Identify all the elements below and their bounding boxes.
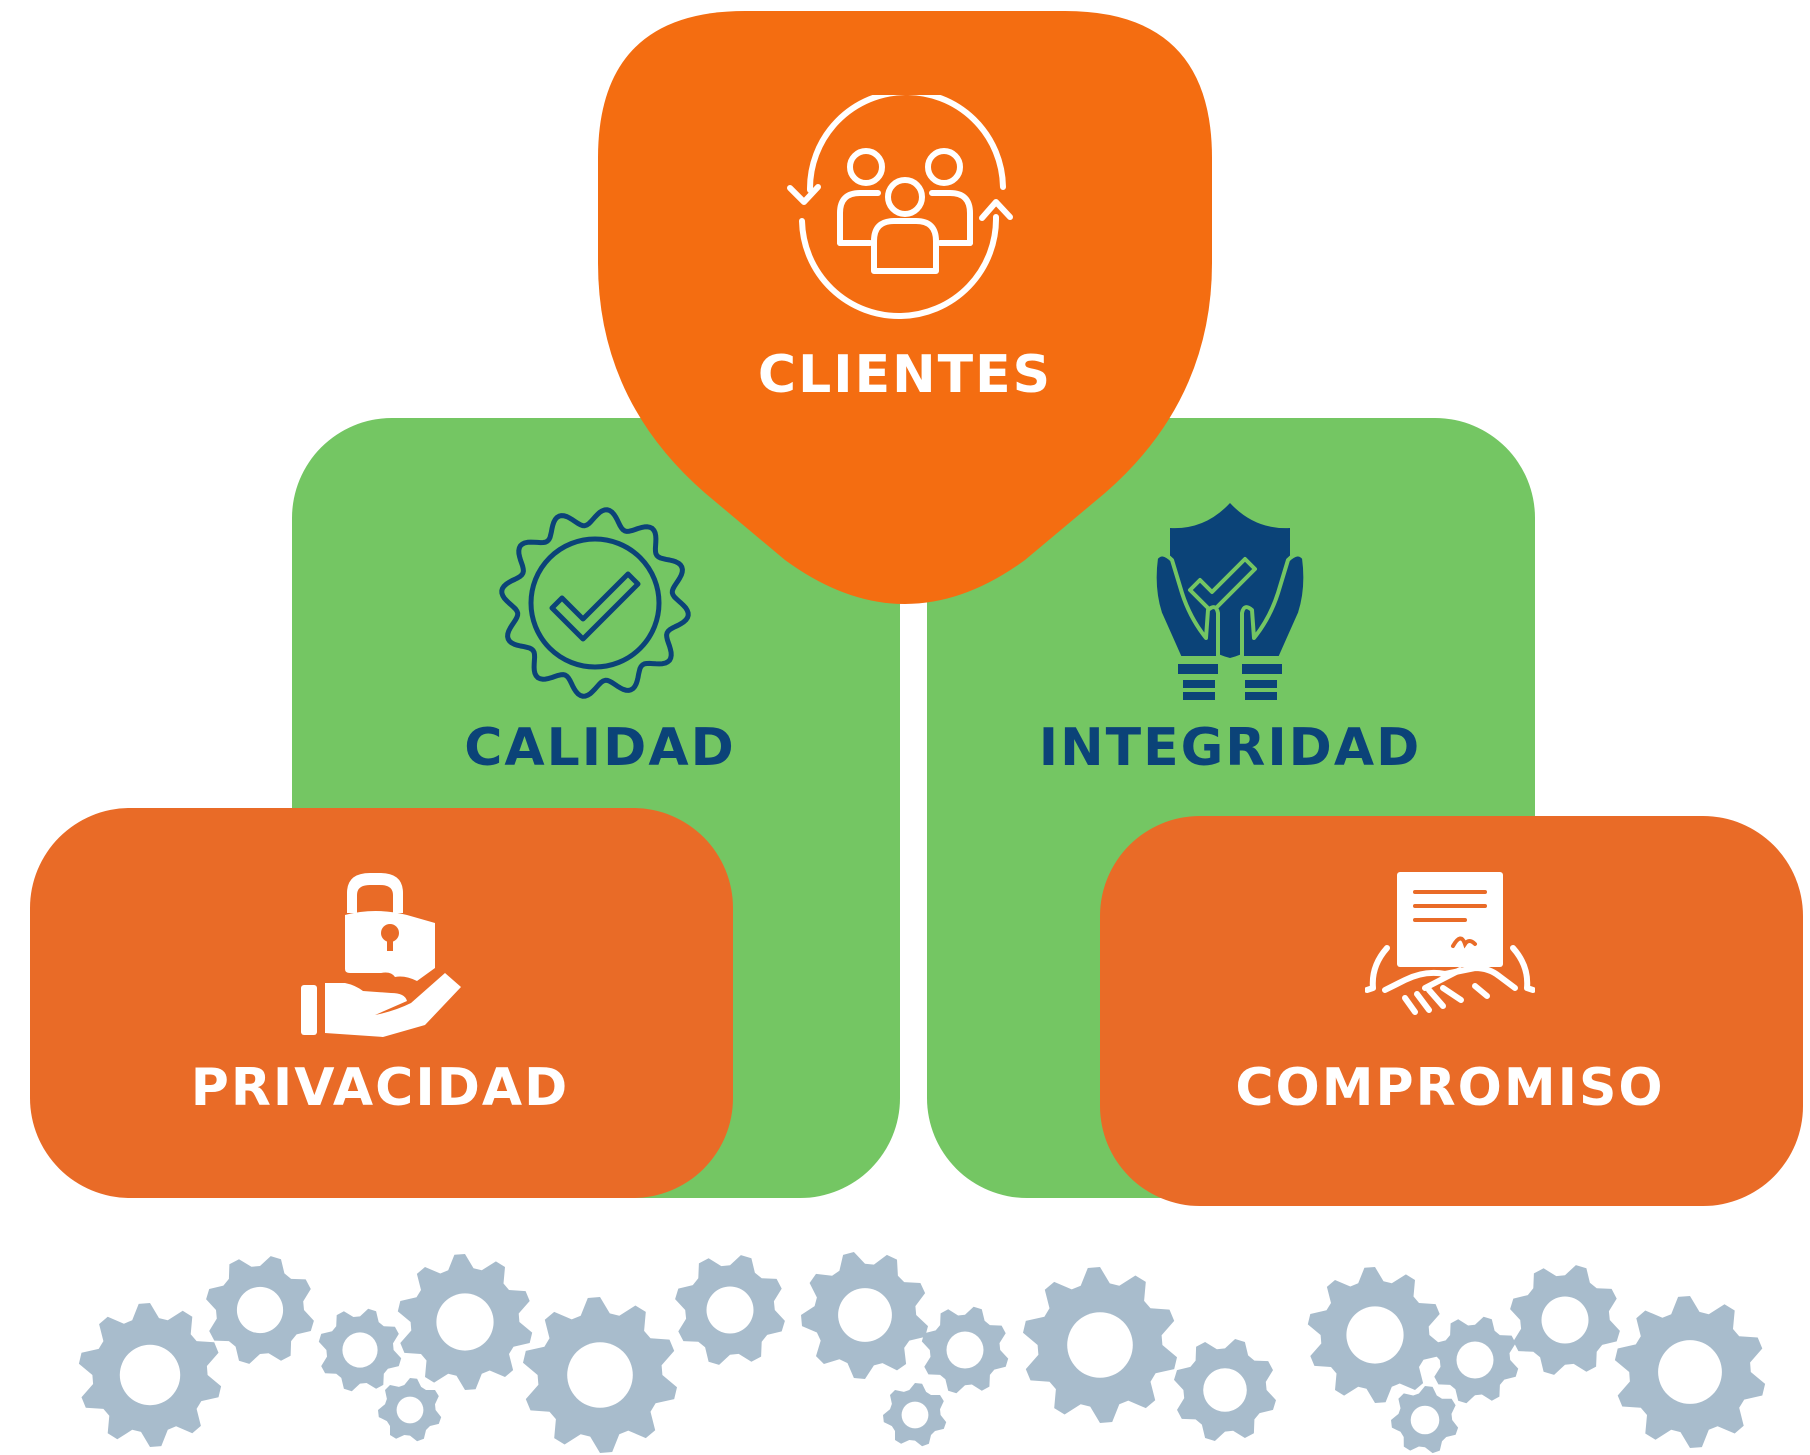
gear-icon <box>1391 1386 1459 1454</box>
handshake-contract-icon <box>1365 872 1535 1015</box>
gear-icon <box>78 1303 222 1447</box>
clientes-label: CLIENTES <box>757 345 1053 405</box>
gear-icon <box>378 1378 442 1442</box>
gear-icon <box>1307 1267 1443 1403</box>
gear-icon <box>1510 1265 1620 1375</box>
gear-icon <box>318 1308 402 1392</box>
gear-icon <box>883 1383 947 1447</box>
gear-icon <box>1431 1316 1519 1404</box>
privacidad-label: PRIVACIDAD <box>190 1058 570 1118</box>
gear-icon <box>1614 1296 1766 1448</box>
gear-icon <box>523 1297 677 1453</box>
shield-hands-icon <box>1152 503 1308 700</box>
padlock-hand-icon <box>301 873 461 1037</box>
clientes-panel <box>598 11 1212 604</box>
gear-icon <box>397 1254 533 1390</box>
gears-row-icon <box>78 1252 1766 1454</box>
quality-badge-icon <box>499 507 691 699</box>
gear-icon <box>801 1252 928 1379</box>
gear-icon <box>1174 1339 1276 1441</box>
compromiso-label: COMPROMISO <box>1235 1058 1665 1118</box>
gear-icon <box>1023 1267 1177 1423</box>
calidad-label: CALIDAD <box>464 718 736 778</box>
gear-icon <box>206 1256 314 1364</box>
customers-cycle-icon <box>787 95 1013 319</box>
gear-icon <box>921 1306 1009 1394</box>
integridad-label: INTEGRIDAD <box>1038 718 1422 778</box>
gear-icon <box>675 1255 785 1365</box>
